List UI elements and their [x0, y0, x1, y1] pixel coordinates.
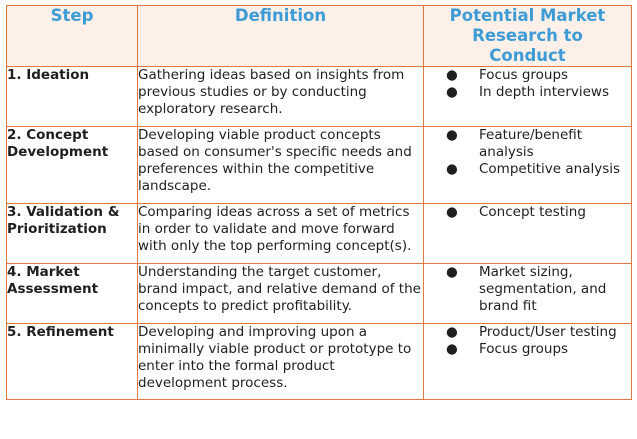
definition-cell: Developing and improving upon a minimall…	[137, 323, 424, 400]
list-item: ● Focus groups	[424, 67, 631, 84]
header-definition: Definition	[137, 5, 424, 67]
bullet-icon: ●	[446, 84, 458, 100]
list-item-label: Feature/benefit analysis	[479, 127, 583, 160]
step-cell: 1. Ideation	[6, 66, 138, 127]
research-cell: ● Concept testing	[423, 203, 632, 264]
header-research: Potential Market Research to Conduct	[423, 5, 632, 67]
research-list: ● Product/User testing ● Focus groups	[424, 324, 631, 358]
research-cell: ● Feature/benefit analysis ● Competitive a…	[423, 126, 632, 204]
step-cell: 5. Refinement	[6, 323, 138, 400]
list-item-label: In depth interviews	[479, 84, 609, 100]
research-list: ● Market sizing, segmentation, and brand …	[424, 264, 631, 315]
table-row: 1. Ideation Gathering ideas based on ins…	[6, 66, 632, 127]
list-item-label: Product/User testing	[479, 324, 617, 340]
market-research-table-container: Step Definition Potential Market Researc…	[6, 5, 632, 400]
definition-cell: Gathering ideas based on insights from p…	[137, 66, 424, 127]
bullet-icon: ●	[446, 264, 458, 280]
list-item: ● Concept testing	[424, 204, 631, 221]
table-row: 3. Validation & Prioritization Comparing…	[6, 203, 632, 264]
header-row: Step Definition Potential Market Researc…	[6, 5, 632, 67]
table-row: 4. Market Assessment Understanding the t…	[6, 263, 632, 324]
header-step: Step	[6, 5, 138, 67]
list-item-label: Concept testing	[479, 204, 586, 220]
bullet-icon: ●	[446, 161, 458, 177]
definition-cell: Understanding the target customer, brand…	[137, 263, 424, 324]
list-item-label: Market sizing, segmentation, and brand f…	[479, 264, 607, 314]
market-research-table: Step Definition Potential Market Researc…	[6, 5, 632, 400]
step-cell: 3. Validation & Prioritization	[6, 203, 138, 264]
bullet-icon: ●	[446, 324, 458, 340]
list-item: ● Product/User testing	[424, 324, 631, 341]
bullet-icon: ●	[446, 341, 458, 357]
list-item: ● Market sizing, segmentation, and brand …	[424, 264, 631, 315]
list-item: ● Competitive analysis	[424, 161, 631, 178]
research-cell: ● Market sizing, segmentation, and brand …	[423, 263, 632, 324]
step-cell: 4. Market Assessment	[6, 263, 138, 324]
bullet-icon: ●	[446, 204, 458, 220]
definition-cell: Developing viable product concepts based…	[137, 126, 424, 204]
table-row: 5. Refinement Developing and improving u…	[6, 323, 632, 400]
list-item: ● In depth interviews	[424, 84, 631, 101]
research-list: ● Focus groups ● In depth interviews	[424, 67, 631, 101]
list-item: ● Feature/benefit analysis	[424, 127, 631, 161]
bullet-icon: ●	[446, 67, 458, 83]
bullet-icon: ●	[446, 127, 458, 143]
list-item-label: Focus groups	[479, 67, 569, 83]
research-cell: ● Focus groups ● In depth interviews	[423, 66, 632, 127]
step-cell: 2. Concept Development	[6, 126, 138, 204]
list-item-label: Focus groups	[479, 341, 569, 357]
table-row: 2. Concept Development Developing viable…	[6, 126, 632, 204]
definition-cell: Comparing ideas across a set of metrics …	[137, 203, 424, 264]
research-cell: ● Product/User testing ● Focus groups	[423, 323, 632, 400]
research-list: ● Concept testing	[424, 204, 631, 221]
list-item: ● Focus groups	[424, 341, 631, 358]
research-list: ● Feature/benefit analysis ● Competitive a…	[424, 127, 631, 178]
list-item-label: Competitive analysis	[479, 161, 621, 177]
